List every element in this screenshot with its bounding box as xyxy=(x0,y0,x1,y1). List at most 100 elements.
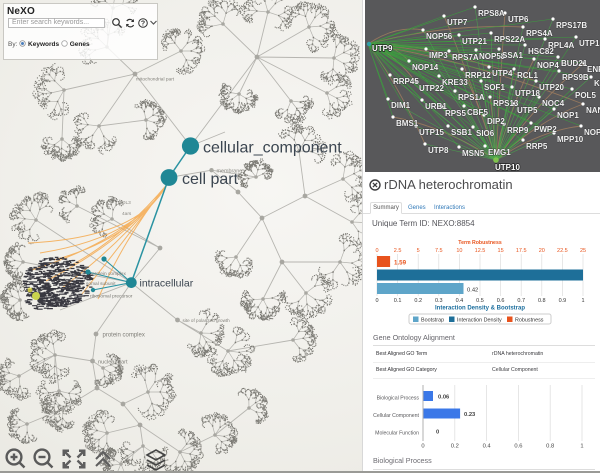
svg-text:NOC4: NOC4 xyxy=(542,99,565,108)
svg-text:0.9: 0.9 xyxy=(559,298,567,304)
svg-text:BMS1: BMS1 xyxy=(396,119,419,128)
svg-text:RRP9: RRP9 xyxy=(507,126,529,135)
svg-text:UTP6: UTP6 xyxy=(508,15,529,24)
svg-text:CBF5: CBF5 xyxy=(467,108,488,117)
svg-text:mitochondrial part: mitochondrial part xyxy=(136,77,175,83)
svg-text:SSA1: SSA1 xyxy=(502,51,523,60)
svg-text:2.5: 2.5 xyxy=(394,248,402,254)
svg-text:UTP4: UTP4 xyxy=(492,69,513,78)
svg-text:HSC82: HSC82 xyxy=(528,47,554,56)
svg-text:SSB1: SSB1 xyxy=(451,128,472,137)
svg-text:DIM1: DIM1 xyxy=(391,101,411,110)
svg-text:cell part: cell part xyxy=(182,171,239,188)
svg-text:NOP14: NOP14 xyxy=(412,63,439,72)
svg-text:UTP5: UTP5 xyxy=(517,106,538,115)
svg-text:UTP22: UTP22 xyxy=(419,84,444,93)
svg-text:7.5: 7.5 xyxy=(435,248,443,254)
svg-text:KRE33: KRE33 xyxy=(442,78,468,87)
svg-text:NOP58: NOP58 xyxy=(479,52,506,61)
svg-text:RPS22A: RPS22A xyxy=(494,35,525,44)
svg-text:12.5: 12.5 xyxy=(475,248,486,254)
svg-text:NOP56: NOP56 xyxy=(426,32,453,41)
svg-text:15: 15 xyxy=(498,248,504,254)
svg-text:?: ? xyxy=(140,21,144,28)
svg-text:0.6: 0.6 xyxy=(497,298,505,304)
svg-text:20: 20 xyxy=(539,248,545,254)
svg-text:4ars: 4ars xyxy=(122,211,132,217)
svg-text:0.6: 0.6 xyxy=(514,444,522,450)
svg-text:RPS7A: RPS7A xyxy=(452,53,479,62)
svg-text:0.4: 0.4 xyxy=(456,298,464,304)
svg-text:membrane: membrane xyxy=(217,169,243,175)
svg-text:RRP45: RRP45 xyxy=(393,77,419,86)
svg-text:0: 0 xyxy=(421,444,424,450)
svg-text:0.5: 0.5 xyxy=(476,298,484,304)
svg-text:NAN1: NAN1 xyxy=(586,106,600,115)
svg-text:cellular_component: cellular_component xyxy=(203,140,342,157)
svg-text:5: 5 xyxy=(417,248,420,254)
svg-text:UTP7: UTP7 xyxy=(447,18,468,27)
svg-text:RPS1A: RPS1A xyxy=(458,93,485,102)
svg-text:MPP10: MPP10 xyxy=(557,135,584,144)
svg-text:MSN5: MSN5 xyxy=(462,149,485,158)
svg-text:0.2: 0.2 xyxy=(414,298,422,304)
svg-text:Term Robustness: Term Robustness xyxy=(458,240,502,246)
svg-text:0.1: 0.1 xyxy=(394,298,402,304)
svg-text:somal subunit: somal subunit xyxy=(86,281,116,287)
svg-text:RPS5: RPS5 xyxy=(445,109,466,118)
svg-text:0.23: 0.23 xyxy=(464,412,476,418)
svg-text:0.8: 0.8 xyxy=(546,444,554,450)
svg-text:RPS13: RPS13 xyxy=(493,99,519,108)
svg-text:UTP15: UTP15 xyxy=(419,128,444,137)
svg-text:EMG1: EMG1 xyxy=(488,148,511,157)
svg-text:0.7: 0.7 xyxy=(517,298,525,304)
svg-text:Interaction Density & Bootstra: Interaction Density & Bootstrap xyxy=(435,306,525,312)
svg-text:UTP13: UTP13 xyxy=(579,39,600,48)
svg-text:10: 10 xyxy=(456,248,462,254)
svg-text:ribosomal precursor: ribosomal precursor xyxy=(90,294,133,300)
svg-text:IMP3: IMP3 xyxy=(429,51,448,60)
svg-text:1.59: 1.59 xyxy=(394,260,407,267)
svg-text:0.3: 0.3 xyxy=(435,298,443,304)
svg-text:NOP1: NOP1 xyxy=(557,111,579,120)
svg-text:NOP6: NOP6 xyxy=(584,128,600,137)
svg-text:UTP9: UTP9 xyxy=(372,44,393,53)
svg-text:UTP20: UTP20 xyxy=(539,83,564,92)
svg-text:PWP2: PWP2 xyxy=(534,125,557,134)
svg-text:BUD21: BUD21 xyxy=(561,59,588,68)
svg-text:nuclear part: nuclear part xyxy=(98,360,128,366)
svg-text:RPS4A: RPS4A xyxy=(526,29,553,38)
svg-text:0: 0 xyxy=(375,248,378,254)
svg-text:RRP12: RRP12 xyxy=(465,71,491,80)
svg-text:UTP21: UTP21 xyxy=(462,37,487,46)
svg-text:17.5: 17.5 xyxy=(516,248,527,254)
svg-text:0.06: 0.06 xyxy=(438,395,450,401)
svg-text:RPL4A: RPL4A xyxy=(548,41,574,50)
svg-text:UTP10: UTP10 xyxy=(495,163,520,172)
svg-text:1: 1 xyxy=(581,298,584,304)
svg-text:SIO6: SIO6 xyxy=(476,129,495,138)
svg-text:0.4: 0.4 xyxy=(483,444,492,450)
svg-text:25: 25 xyxy=(580,248,586,254)
svg-text:KR: KR xyxy=(594,79,600,88)
svg-text:DIP2: DIP2 xyxy=(487,117,505,126)
svg-text:RPS17B: RPS17B xyxy=(556,21,587,30)
svg-text:protein complex: protein complex xyxy=(103,333,145,339)
svg-text:URB1: URB1 xyxy=(425,102,447,111)
svg-text:Interaction Density: Interaction Density xyxy=(457,318,502,324)
svg-text:Molecular Function: Molecular Function xyxy=(375,431,419,437)
svg-text:POL5: POL5 xyxy=(575,91,596,100)
svg-text:Biological Process: Biological Process xyxy=(377,396,420,402)
svg-text:site of polarized growth: site of polarized growth xyxy=(183,318,231,323)
svg-text:RPS8A: RPS8A xyxy=(478,9,505,18)
svg-text:RRP5: RRP5 xyxy=(526,142,548,151)
svg-text:RPS9B: RPS9B xyxy=(562,73,589,82)
svg-text:ENP1: ENP1 xyxy=(587,65,600,74)
svg-text:Robustness: Robustness xyxy=(515,318,544,324)
svg-text:UTP18: UTP18 xyxy=(515,89,540,98)
svg-text:NOP4: NOP4 xyxy=(537,61,559,70)
svg-text:0.8: 0.8 xyxy=(538,298,546,304)
svg-text:1: 1 xyxy=(580,444,583,450)
svg-text:intracellular: intracellular xyxy=(140,278,194,290)
svg-text:Bootstrap: Bootstrap xyxy=(421,318,444,324)
